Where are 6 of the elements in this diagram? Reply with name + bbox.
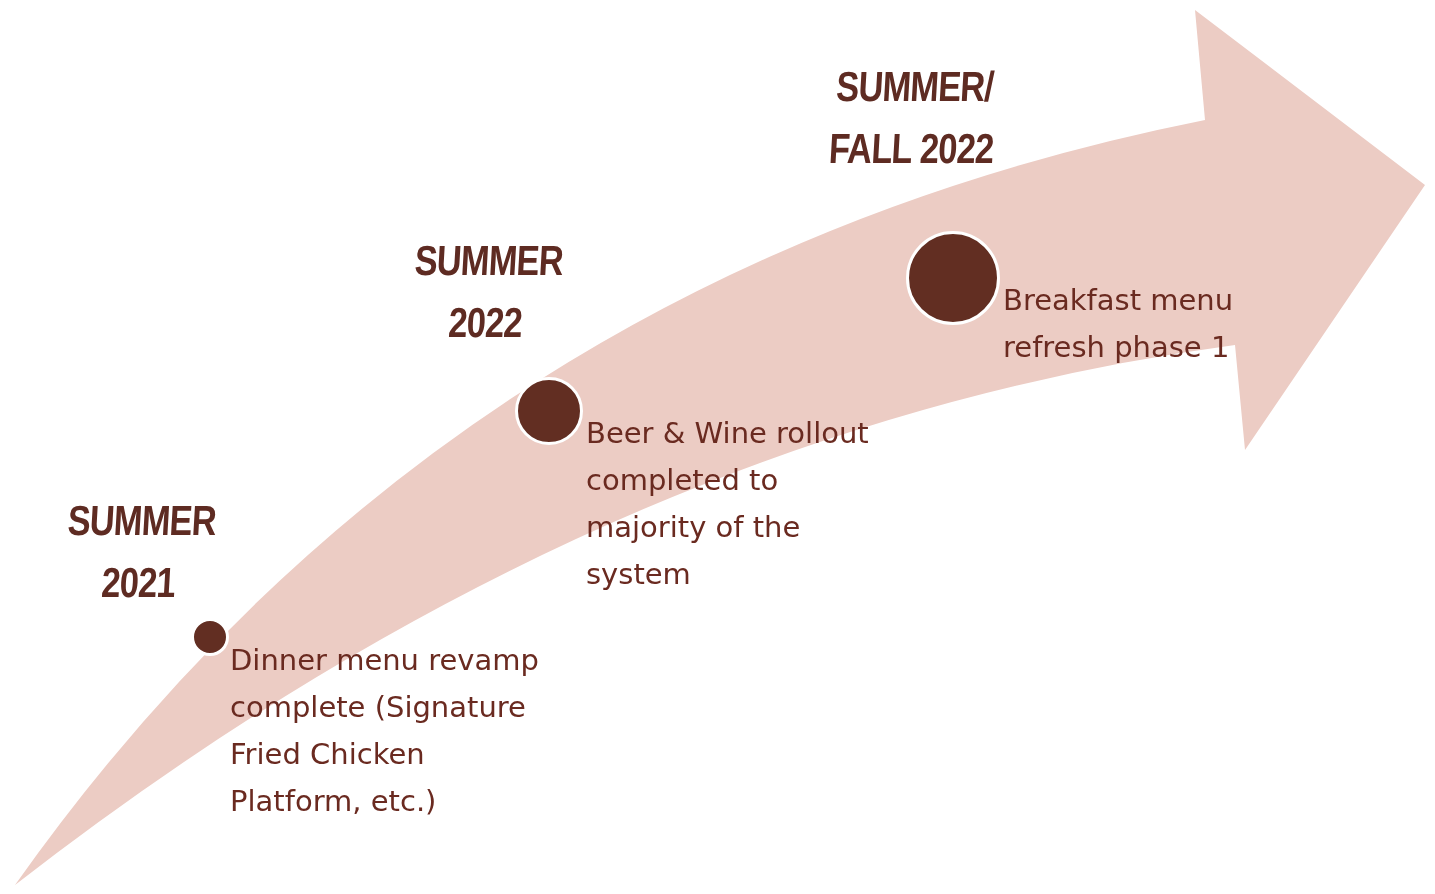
period-heading: SUMMER 2021: [65, 496, 219, 608]
period-heading: SUMMER/ FALL 2022: [826, 62, 996, 174]
period-heading: SUMMER 2022: [412, 236, 566, 348]
milestone-description: Dinner menu revamp complete (Signature Fried Chicken Platform, etc.): [230, 642, 540, 820]
milestone-description: Beer & Wine rollout completed to majority of the system: [586, 415, 870, 593]
milestone-description: Breakfast menu refresh phase 1: [1003, 282, 1235, 366]
